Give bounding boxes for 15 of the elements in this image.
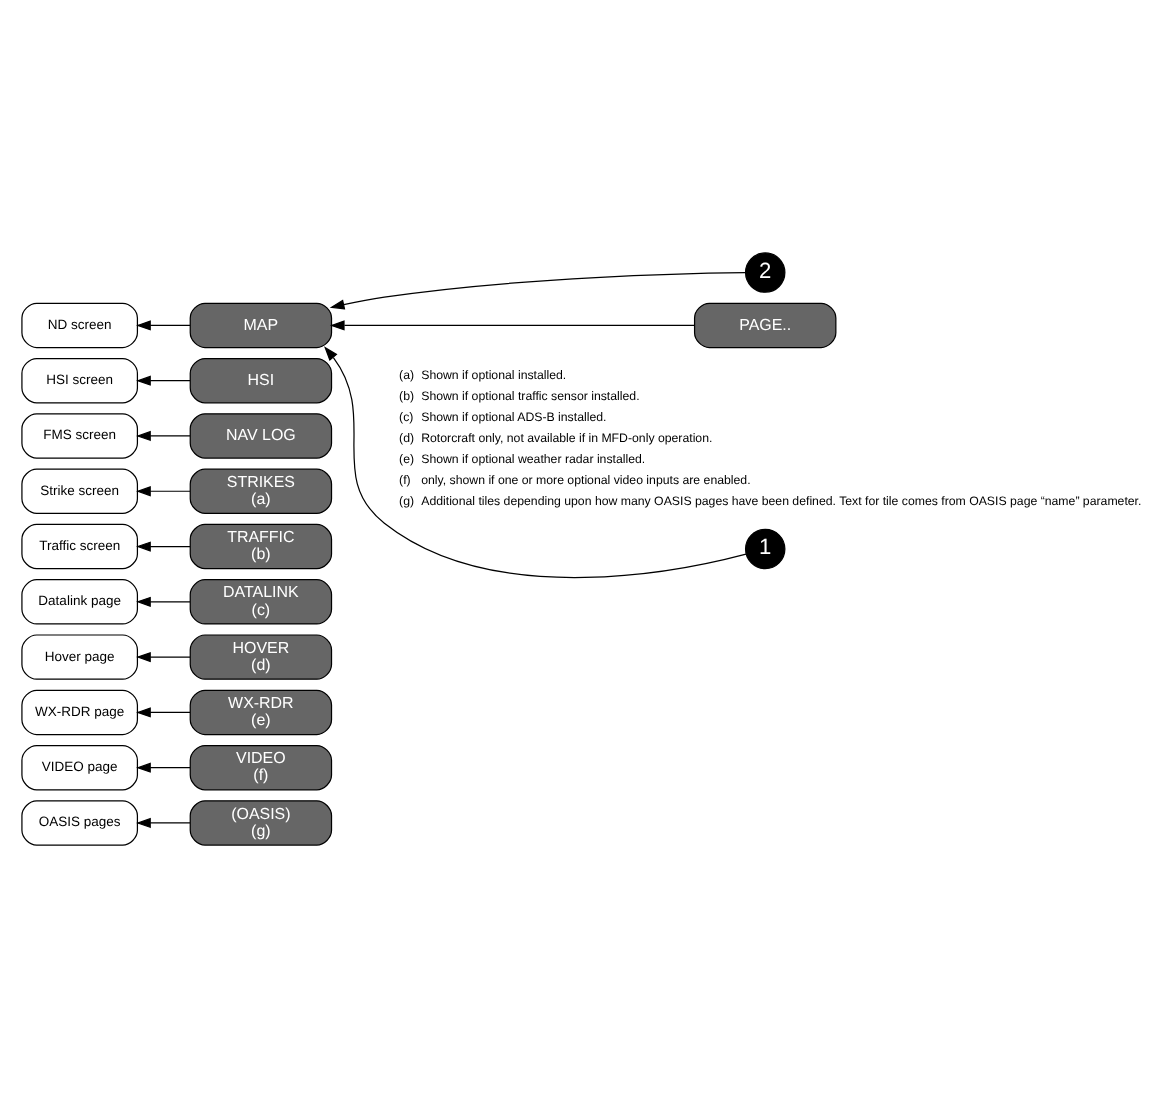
arrow — [136, 595, 191, 606]
arrow — [136, 374, 191, 385]
node-circle: 2 — [744, 251, 786, 292]
arrow — [136, 429, 191, 441]
arrow — [324, 345, 747, 578]
arrow — [136, 706, 191, 717]
arrow — [136, 540, 191, 551]
arrow — [136, 816, 191, 828]
arrow — [329, 319, 695, 330]
arrow — [136, 319, 191, 330]
arrow — [136, 650, 191, 662]
arrow — [329, 271, 746, 309]
node-circle: 1 — [744, 527, 786, 569]
arrow — [136, 761, 191, 772]
arrow — [136, 485, 191, 496]
